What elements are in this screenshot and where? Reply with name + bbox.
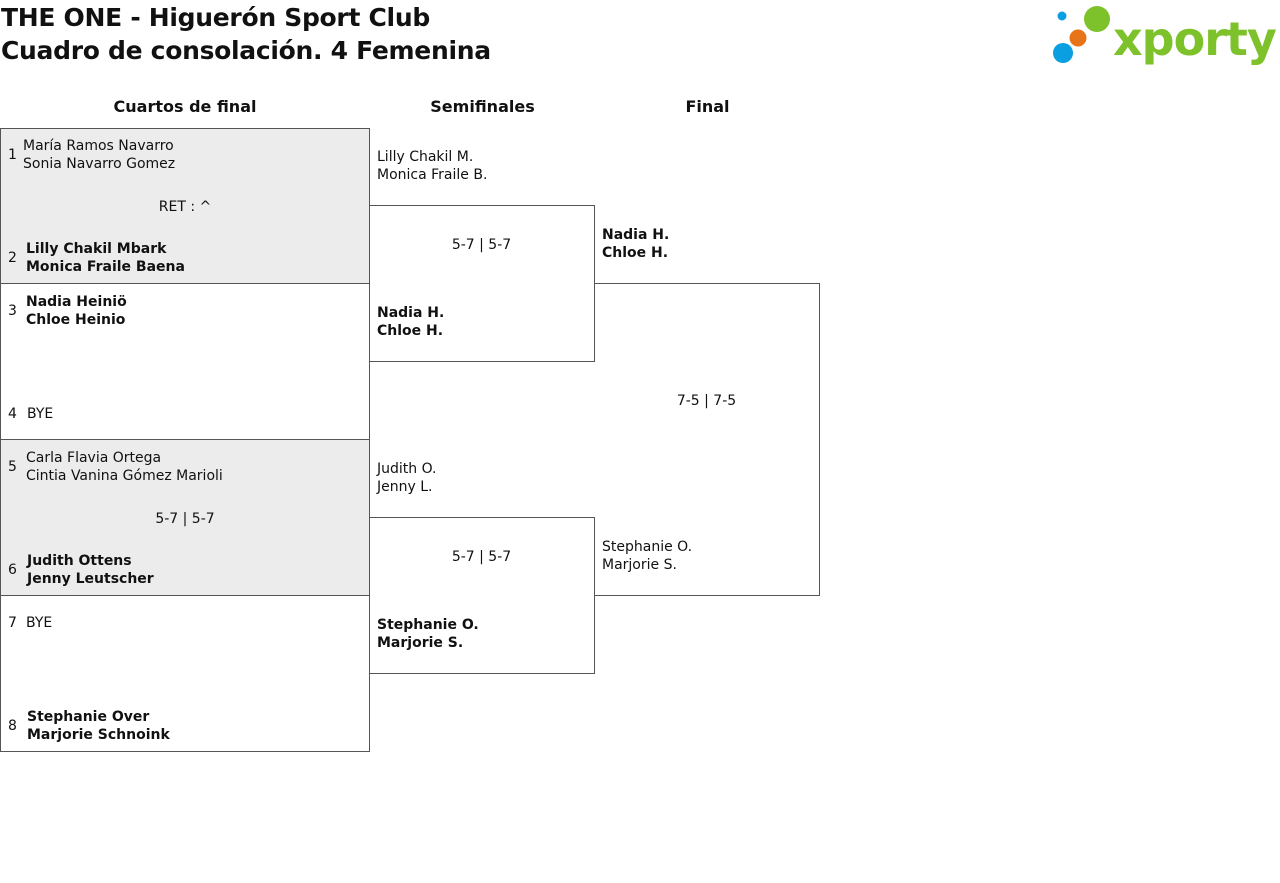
match-score: 5-7 | 5-7 <box>451 549 512 565</box>
quarterfinal-match-3: 5 Carla Flavia Ortega Cintia Vanina Góme… <box>0 439 370 596</box>
seed-number: 7 <box>8 615 17 631</box>
bye-label: BYE <box>26 615 53 631</box>
player-name: Judith Ottens <box>27 553 132 569</box>
seed-number: 5 <box>8 459 17 475</box>
team-entry-winner: Stephanie Over Marjorie Schnoink <box>27 708 170 744</box>
match-score: 5-7 | 5-7 <box>451 237 512 253</box>
player-name: Chloe H. <box>377 323 444 339</box>
player-name: Sonia Navarro Gomez <box>23 156 176 172</box>
semifinal-match-1: 5-7 | 5-7 Nadia H. Chloe H. <box>369 205 595 362</box>
semifinal-match-2: 5-7 | 5-7 Stephanie O. Marjorie S. <box>369 517 595 674</box>
final-bottom-team: Stephanie O. Marjorie S. <box>602 538 692 574</box>
player-name: Monica Fraile Baena <box>26 259 185 275</box>
quarterfinal-match-4: 7 BYE 8 Stephanie Over Marjorie Schnoink <box>0 595 370 752</box>
seed-number: 3 <box>8 303 17 319</box>
player-name: Stephanie O. <box>377 617 479 633</box>
svg-text:xporty: xporty <box>1113 12 1276 66</box>
seed-number: 8 <box>8 718 17 734</box>
semifinal-2-top-team: Judith O. Jenny L. <box>377 460 437 496</box>
seed-number: 1 <box>8 147 17 163</box>
player-name: Marjorie S. <box>377 635 464 651</box>
player-name: Lilly Chakil M. <box>377 149 474 165</box>
team-entry: Carla Flavia Ortega Cintia Vanina Gómez … <box>26 449 223 485</box>
final-top-team: Nadia H. Chloe H. <box>602 226 669 262</box>
bye-label: BYE <box>27 406 54 422</box>
player-name: Marjorie S. <box>602 557 677 573</box>
player-name: Carla Flavia Ortega <box>26 450 162 466</box>
quarterfinal-match-2: 3 Nadia Heiniö Chloe Heinio 4 BYE <box>0 283 370 440</box>
player-name: Chloe H. <box>602 245 669 261</box>
player-name: Jenny Leutscher <box>27 571 154 587</box>
match-score: 7-5 | 7-5 <box>676 393 737 409</box>
xporty-logo: xporty <box>1053 6 1276 66</box>
round-header-final: Final <box>685 97 730 116</box>
player-name: María Ramos Navarro <box>23 138 174 154</box>
team-entry-winner: Lilly Chakil Mbark Monica Fraile Baena <box>26 240 185 276</box>
match-score: RET : ^ <box>158 199 212 215</box>
player-name: Stephanie Over <box>27 709 150 725</box>
final-match: 7-5 | 7-5 Stephanie O. Marjorie S. <box>594 283 820 596</box>
match-score: 5-7 | 5-7 <box>155 511 215 527</box>
player-name: Monica Fraile B. <box>377 167 488 183</box>
semifinal-1-top-team: Lilly Chakil M. Monica Fraile B. <box>377 148 487 184</box>
player-name: Judith O. <box>377 461 437 477</box>
seed-number: 4 <box>8 406 17 422</box>
team-entry-winner: Judith Ottens Jenny Leutscher <box>27 552 154 588</box>
team-entry-winner: Nadia Heiniö Chloe Heinio <box>26 293 127 329</box>
team-entry: María Ramos Navarro Sonia Navarro Gomez <box>23 137 175 173</box>
player-name: Lilly Chakil Mbark <box>26 241 167 257</box>
tournament-title: THE ONE - Higuerón Sport Club <box>1 3 430 32</box>
player-name: Marjorie Schnoink <box>27 727 170 743</box>
player-name: Cintia Vanina Gómez Marioli <box>26 468 223 484</box>
draw-subtitle: Cuadro de consolación. 4 Femenina <box>1 36 491 65</box>
team-entry-winner: Nadia H. Chloe H. <box>377 304 444 340</box>
team-entry-winner: Stephanie O. Marjorie S. <box>377 616 479 652</box>
player-name: Chloe Heinio <box>26 312 126 328</box>
quarterfinal-match-1: 1 María Ramos Navarro Sonia Navarro Gome… <box>0 128 370 284</box>
seed-number: 6 <box>8 562 17 578</box>
round-header-quarterfinals: Cuartos de final <box>113 97 257 116</box>
player-name: Nadia Heiniö <box>26 294 127 310</box>
player-name: Nadia H. <box>377 305 445 321</box>
player-name: Stephanie O. <box>602 539 693 555</box>
team-entry-bye: BYE <box>26 614 52 632</box>
player-name: Nadia H. <box>602 227 670 243</box>
seed-number: 2 <box>8 250 17 266</box>
team-entry-bye: BYE <box>27 405 53 423</box>
round-header-semifinals: Semifinales <box>430 97 535 116</box>
player-name: Jenny L. <box>377 479 433 495</box>
